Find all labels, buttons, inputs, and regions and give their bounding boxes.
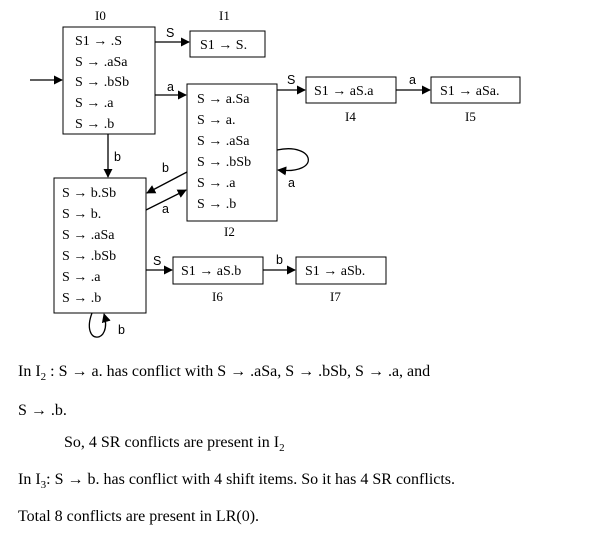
svg-text:S → .aSa: S → .aSa [197,134,250,149]
state-i0: S1 → .S S → .aSa S → .bSb S → .a S → .b [62,26,156,135]
edge-i2-self-loop: a [276,148,309,190]
svg-text:b: b [118,323,125,337]
svg-text:b: b [162,161,169,175]
svg-text:S1 → aSb.: S1 → aSb. [305,264,365,279]
edge-i0-i2: a [155,80,187,100]
edge-i3-self-loop: b [88,312,125,338]
state-label-i6: I6 [212,289,223,304]
svg-text:a: a [409,73,416,87]
svg-text:S → a.: S → a. [197,113,236,128]
conflict-text-i2-cont: S → .b. [18,402,67,419]
state-i7: S1 → aSb. [295,256,387,285]
svg-text:a: a [167,80,174,94]
state-i2: S → a.Sa S → a. S → .aSa S → .bSb S → .a… [186,83,278,222]
edge-i0-i1: S [155,26,190,47]
state-label-i5: I5 [465,109,476,124]
conflict-text-i2: In I2 : S → a. has conflict with S → .aS… [18,363,431,384]
state-i6: S1 → aS.b [172,256,264,285]
state-i5: S1 → aSa. [430,76,521,104]
svg-text:S → .bSb: S → .bSb [75,75,129,90]
state-i1: S1 → S. [189,30,266,58]
svg-text:S → .a: S → .a [62,270,101,285]
svg-text:S1 → aS.b: S1 → aS.b [181,264,241,279]
svg-text:S → .bSb: S → .bSb [62,249,116,264]
svg-text:S → .b: S → .b [75,117,114,132]
svg-text:S → .bSb: S → .bSb [197,155,251,170]
edge-i2-i3: b [146,161,188,194]
edge-i2-i4: S [277,73,306,95]
svg-text:S → .b: S → .b [62,291,101,306]
svg-text:S → b.: S → b. [62,207,101,222]
svg-text:S: S [287,73,295,87]
edge-i0-i3: b [103,134,121,178]
svg-text:S: S [153,254,161,268]
conflict-count-i2: So, 4 SR conflicts are present in I2 [64,434,285,455]
conflict-text-i3: In I3: S → b. has conflict with 4 shift … [18,471,456,492]
svg-text:S → .a: S → .a [75,96,114,111]
edge-i6-i7: b [263,253,296,275]
svg-text:S1 → .S: S1 → .S [75,34,122,49]
svg-text:S → .a: S → .a [197,176,236,191]
state-label-i2: I2 [224,224,235,239]
state-i3: S → b.Sb S → b. S → .aSa S → .bSb S → .a… [53,177,147,314]
edge-i3-i2: a [145,189,187,216]
state-i4: S1 → aS.a [305,76,397,104]
lr0-automaton-diagram: I0 I1 I4 I5 I2 I6 I7 S1 → .S S → .aSa S … [30,8,521,338]
svg-text:S: S [166,26,174,40]
svg-text:S → b.Sb: S → b.Sb [62,186,116,201]
svg-text:b: b [276,253,283,267]
state-label-i4: I4 [345,109,356,124]
state-label-i0: I0 [95,8,106,23]
svg-text:b: b [114,150,121,164]
svg-text:S1 → aSa.: S1 → aSa. [440,84,500,99]
state-label-i7: I7 [330,289,341,304]
edge-i3-i6: S [146,254,173,275]
svg-text:a: a [162,202,169,216]
svg-text:a: a [288,176,295,190]
svg-text:S → .aSa: S → .aSa [62,228,115,243]
svg-text:S1 → aS.a: S1 → aS.a [314,84,374,99]
svg-text:S → a.Sa: S → a.Sa [197,92,250,107]
edge-i4-i5: a [396,73,431,95]
svg-text:S1 → S.: S1 → S. [200,38,247,53]
svg-text:S → .b: S → .b [197,197,236,212]
total-conflicts: Total 8 conflicts are present in LR(0). [18,508,260,525]
state-label-i1: I1 [219,8,230,23]
svg-text:S → .aSa: S → .aSa [75,55,128,70]
